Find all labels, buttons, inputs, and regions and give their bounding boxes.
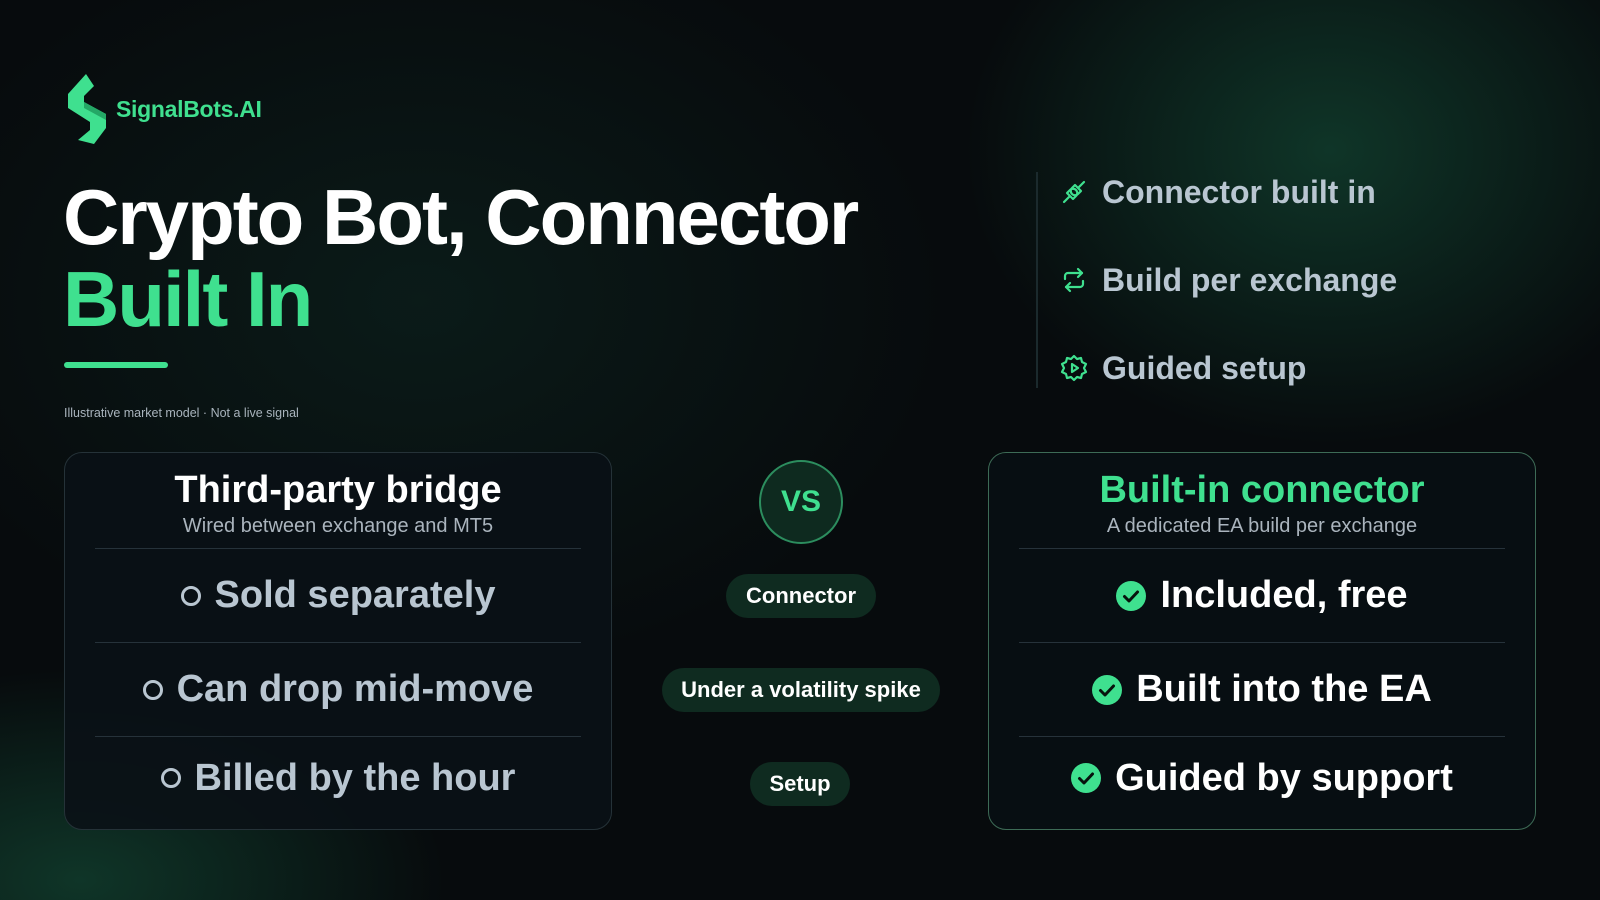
compare-label-connector: Connector [726, 574, 876, 618]
headline-line-2: Built In [63, 255, 313, 343]
repeat-icon [1063, 267, 1085, 293]
list-item: Sold separately [95, 549, 581, 643]
circle-bullet-icon [160, 768, 181, 788]
brand-logo: SignalBots.AI [64, 74, 262, 144]
built-in-connector-card: Built-in connector A dedicated EA build … [988, 452, 1536, 830]
signalbots-logo-icon [68, 74, 106, 144]
third-party-bridge-card: Third-party bridge Wired between exchang… [64, 452, 612, 830]
feature-item-connector: Connector built in [1060, 172, 1397, 212]
headline-line-1: Crypto Bot, Connector [63, 173, 859, 261]
feature-label: Connector built in [1102, 173, 1376, 210]
card-subtitle: A dedicated EA build per exchange [1019, 515, 1505, 549]
list-item-text: Billed by the hour [194, 756, 516, 799]
list-item: Guided by support [1019, 737, 1505, 819]
feature-label: Build per exchange [1102, 261, 1398, 298]
list-item: Can drop mid-move [95, 643, 581, 737]
compare-label-setup: Setup [750, 762, 850, 806]
feature-item-setup: Guided setup [1060, 348, 1397, 388]
check-circle-icon [1116, 580, 1147, 611]
list-item: Included, free [1019, 549, 1505, 643]
check-circle-icon [1092, 674, 1123, 705]
feature-label: Guided setup [1102, 349, 1307, 386]
compare-label-volatility: Under a volatility spike [662, 668, 940, 712]
brand-name: SignalBots.AI [116, 95, 262, 122]
vs-badge: VS [759, 460, 843, 544]
list-item: Billed by the hour [95, 737, 581, 819]
disclaimer-text: Illustrative market model · Not a live s… [64, 406, 299, 420]
list-item-text: Guided by support [1115, 756, 1453, 799]
headline-underline [64, 362, 168, 368]
plug-icon [1062, 180, 1086, 204]
card-title: Built-in connector [1099, 469, 1425, 511]
list-item-text: Built into the EA [1136, 668, 1432, 710]
circle-bullet-icon [180, 585, 201, 606]
list-item: Built into the EA [1019, 643, 1505, 737]
list-item-text: Sold separately [214, 574, 496, 616]
gear-play-icon [1060, 354, 1088, 382]
check-circle-icon [1071, 763, 1102, 793]
feature-list: Connector built in Build per exchange Gu… [1036, 172, 1397, 388]
list-item-text: Can drop mid-move [176, 668, 534, 710]
feature-item-build: Build per exchange [1060, 260, 1397, 300]
circle-bullet-icon [142, 679, 163, 700]
card-subtitle: Wired between exchange and MT5 [95, 515, 581, 549]
list-item-text: Included, free [1160, 574, 1408, 616]
card-title: Third-party bridge [174, 469, 502, 511]
page-title: Crypto Bot, Connector Built In [63, 173, 859, 343]
